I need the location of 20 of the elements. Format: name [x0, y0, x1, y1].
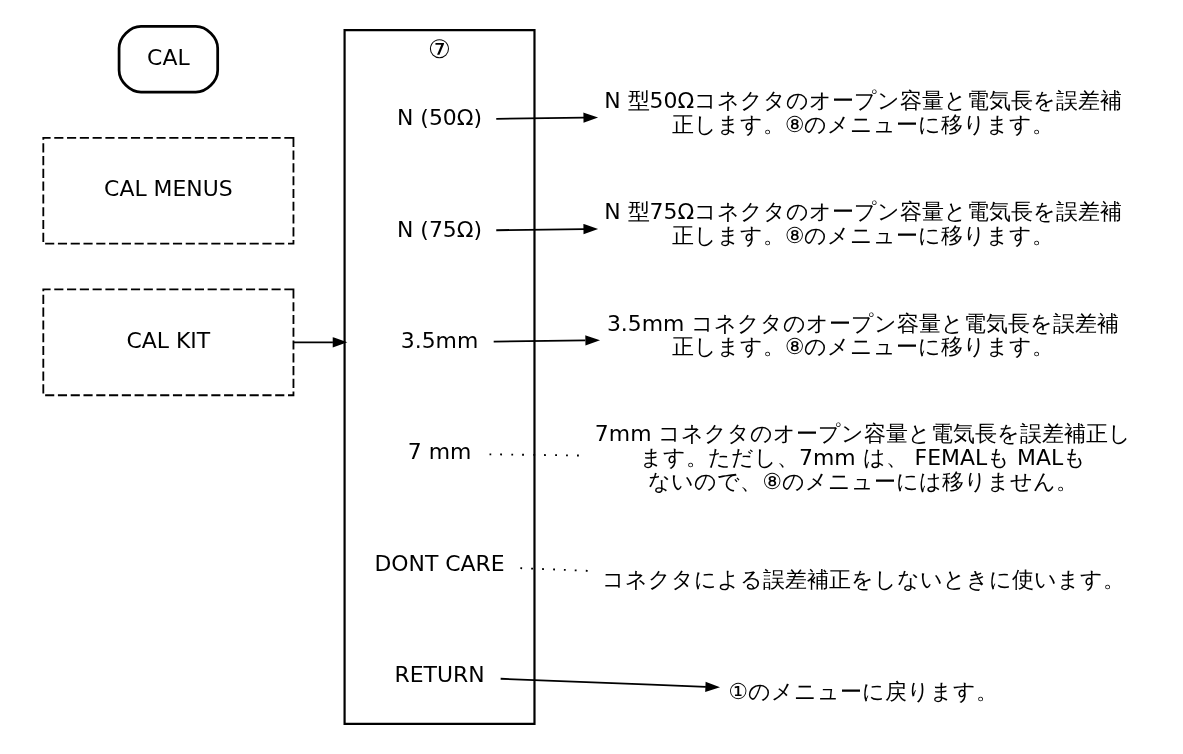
- arrow: [492, 335, 600, 346]
- node-text: ①のメニューに戻ります。: [727, 678, 998, 704]
- node-text: 7mm コネクタのオープン容量と電気長を誤差補正します。ただし、7mm は、 FEMALも MALもないので、⑧のメニューには移りません。: [594, 421, 1131, 494]
- arrow: [292, 337, 347, 348]
- node-box: CAL MENUS: [41, 136, 294, 245]
- node-box: CAL: [117, 25, 219, 94]
- arrow: [499, 677, 720, 692]
- node-text: N (75Ω): [396, 216, 482, 242]
- node-text: RETURN: [393, 662, 485, 688]
- arrow: [494, 223, 598, 235]
- node-text: DONT CARE: [373, 550, 505, 576]
- node-text: コネクタによる誤差補正をしないときに使います。: [601, 567, 1125, 593]
- node-text: 7 mm: [407, 439, 471, 465]
- node-text: 3.5mm: [400, 327, 478, 353]
- node-box: CAL KIT: [41, 288, 294, 397]
- arrow: [494, 112, 598, 123]
- node-text: N (50Ω): [396, 105, 482, 131]
- node-text: 3.5mm コネクタのオープン容量と電気長を誤差補正します。⑧のメニューに移ります。: [606, 310, 1119, 360]
- node-text: N 型50Ωコネクタのオープン容量と電気長を誤差補正します。⑧のメニューに移ります。: [603, 87, 1122, 137]
- node-text: N 型75Ωコネクタのオープン容量と電気長を誤差補正します。⑧のメニューに移ります。: [603, 199, 1122, 248]
